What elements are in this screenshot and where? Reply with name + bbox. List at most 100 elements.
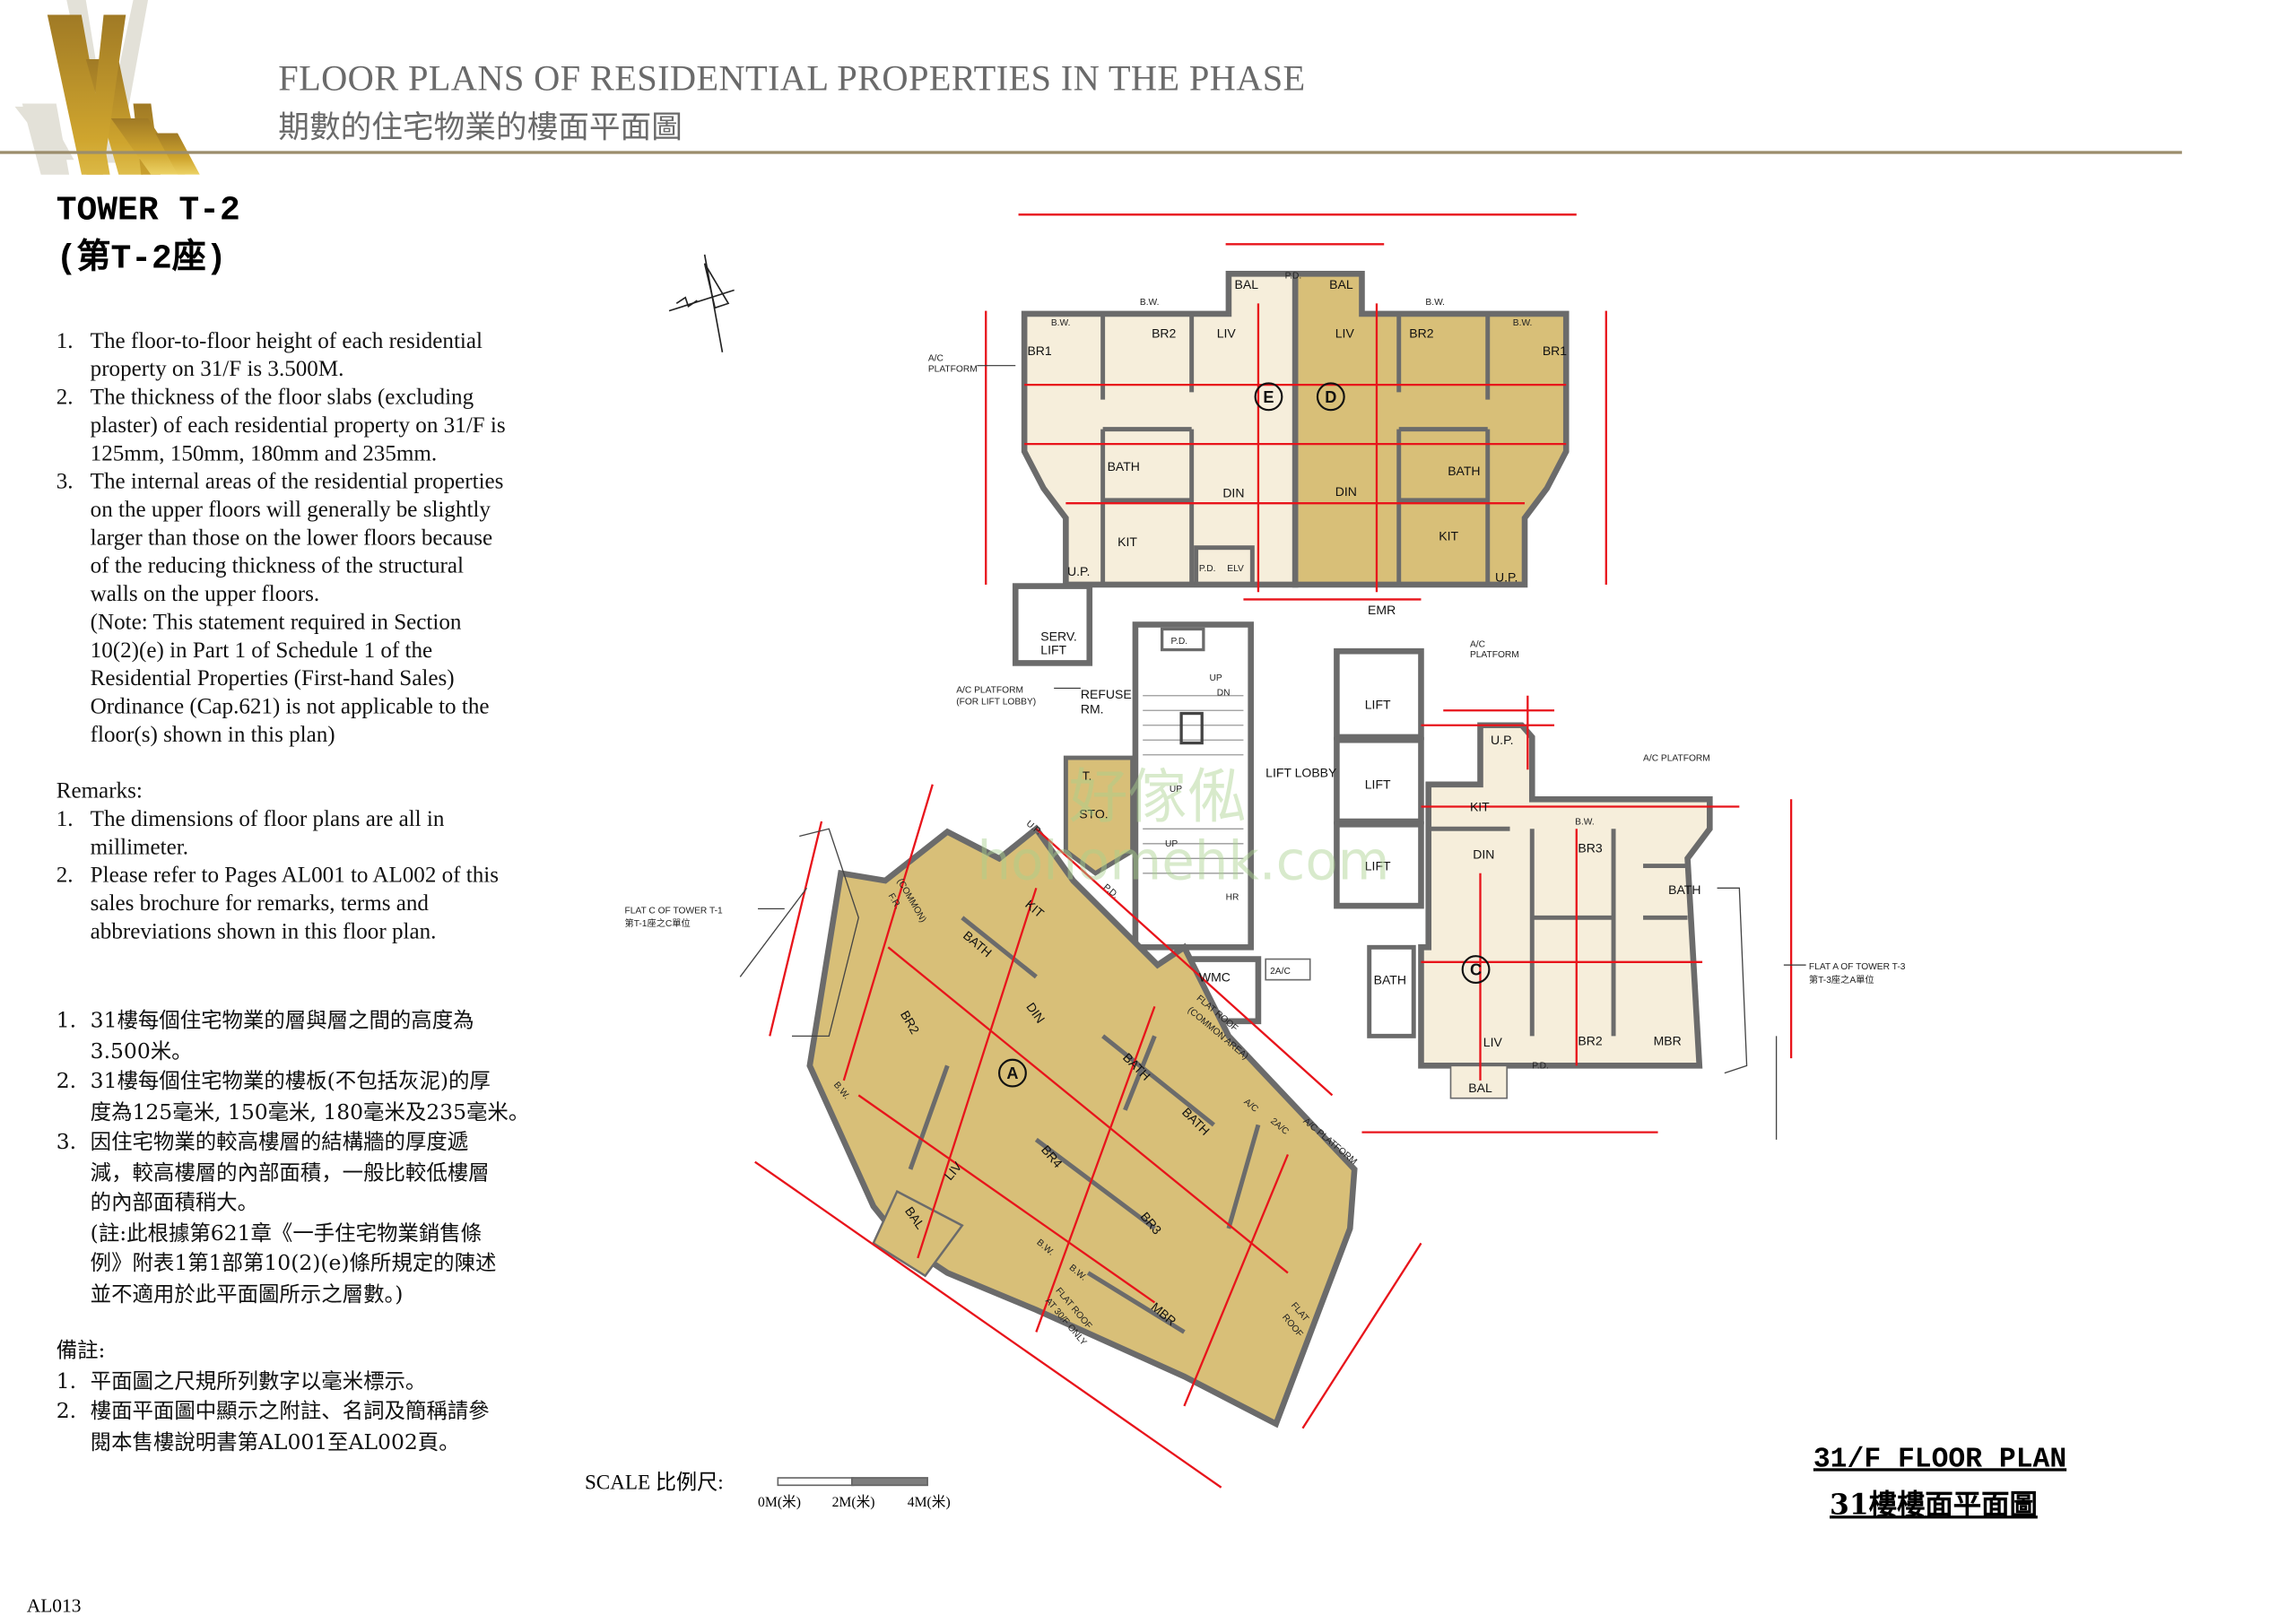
room-label: BR3: [1578, 841, 1602, 855]
note-zh-2: 2.31樓每個住宅物業的樓板(不包括灰泥)的厚度為125毫米, 150毫米, 1…: [57, 1067, 567, 1128]
north-arrow-icon: [668, 254, 735, 352]
room-label: U.P.: [1067, 564, 1090, 578]
note-line: property on 31/F is 3.500M.: [90, 356, 344, 382]
room-label: B.W.: [1140, 298, 1160, 308]
room-label: U.P.: [1495, 570, 1518, 585]
note-line: Ordinance (Cap.621) is not applicable to…: [90, 694, 490, 720]
note-number: 3.: [56, 1130, 77, 1155]
note-line: on the upper floors will generally be sl…: [90, 497, 491, 523]
core-walls: [1012, 583, 1424, 951]
flat-d-id: D: [1325, 388, 1336, 406]
scale-label: SCALE 比例尺:: [584, 1472, 724, 1496]
room-label: LIFT LOBBY: [1265, 766, 1337, 780]
note-number: 1.: [56, 1369, 77, 1394]
dimension-lines: [754, 213, 1793, 1489]
room-label: STO.: [1079, 807, 1108, 821]
room-label: BR2: [1578, 1033, 1602, 1047]
note-line: floor(s) shown in this plan): [90, 722, 335, 748]
scale-tick: 2M(米): [831, 1496, 875, 1512]
annotation-flat-c-tower-t1: FLAT C OF TOWER T-1: [625, 906, 724, 916]
note-line: The floor-to-floor height of each reside…: [90, 328, 483, 354]
room-label: DIN: [1222, 486, 1244, 500]
note-line: plaster) of each residential property on…: [90, 413, 506, 439]
note-number: 2.: [56, 1400, 77, 1424]
note-line: abbreviations shown in this floor plan.: [90, 918, 437, 945]
note-line: 10(2)(e) in Part 1 of Schedule 1 of the: [90, 638, 433, 664]
note-number: 2.: [56, 863, 74, 889]
flat-a-id: A: [1006, 1064, 1018, 1082]
room-label: UP: [1165, 839, 1178, 849]
annotation-flat-a-tower-t3: FLAT A OF TOWER T-3: [1809, 962, 1906, 972]
room-label: LIFT: [1365, 777, 1391, 792]
flat-c-marker: [1461, 955, 1491, 985]
room-label: DIN: [1473, 847, 1494, 861]
room-label: LIFT: [1040, 643, 1066, 657]
page-title-en: FLOOR PLANS OF RESIDENTIAL PROPERTIES IN…: [278, 59, 1306, 100]
room-label: U.P.: [1491, 733, 1513, 747]
store-area: [1063, 755, 1135, 876]
note-line: 125mm, 150mm, 180mm and 235mm.: [90, 440, 438, 466]
room-label: B.W.: [1051, 318, 1071, 328]
note-line: Please refer to Pages AL001 to AL002 of …: [90, 863, 499, 889]
note-line: 的內部面積稍大。: [90, 1191, 259, 1216]
room-label: LIV: [1335, 326, 1355, 340]
room-label: UP: [1209, 673, 1222, 683]
adjacent-tower-outlines: [739, 828, 1778, 1140]
flat-a-marker: [998, 1058, 1027, 1088]
room-label: BR1: [1027, 343, 1051, 358]
leader-lines: [758, 365, 1806, 966]
room-label: ELV: [1227, 564, 1244, 574]
room-label: P.D.: [1532, 1062, 1549, 1072]
note-line: The internal areas of the residential pr…: [90, 469, 504, 495]
note-line: Residential Properties (First-hand Sales…: [90, 665, 455, 691]
tower-name-zh: (第T-2座): [56, 239, 227, 279]
room-label: BR2: [1152, 326, 1176, 340]
room-label: KIT: [1118, 534, 1137, 549]
note-line: 例》附表1第1部第10(2)(e)條所規定的陳述: [90, 1252, 497, 1276]
room-label: B.W.: [1575, 817, 1595, 827]
flat-a-walls: [908, 916, 1261, 1334]
annotation-flat-a-tower-t3: 第T-3座之A單位: [1809, 974, 1874, 986]
page-title-zh: 期數的住宅物業的樓面平面圖: [278, 109, 683, 145]
tower-name-en: TOWER T-2: [56, 190, 240, 230]
room-label: LIFT: [1365, 858, 1391, 873]
room-label: P.D.: [1285, 271, 1302, 281]
room-label: BAL: [1468, 1081, 1492, 1095]
note-line: 樓面平面圖中顯示之附註、名詞及簡稱請參: [90, 1400, 490, 1424]
note-line: millimeter.: [90, 834, 189, 860]
annotation-ac-platform-lobby: A/C PLATFORM: [956, 685, 1023, 695]
note-line: The thickness of the floor slabs (exclud…: [90, 385, 474, 411]
room-label: SERV.: [1040, 630, 1077, 644]
room-label: BATH: [1668, 882, 1700, 897]
balcony-c: [1449, 1064, 1509, 1099]
room-label: LIV: [1217, 326, 1237, 340]
watermark-url: hohomehk.com: [977, 830, 1389, 892]
note-en-3: 3. The internal areas of the residential…: [57, 468, 560, 750]
flat-c-walls: [1367, 826, 1688, 1038]
flat-a-area: [806, 824, 1358, 1429]
note-line: 並不適用於此平面圖所示之層數。): [90, 1282, 404, 1307]
room-label: LIV: [1483, 1035, 1503, 1049]
note-en-1: 1.The floor-to-floor height of each resi…: [57, 327, 560, 384]
room-label: REFUSE: [1081, 687, 1132, 701]
room-label: MBR: [1654, 1033, 1682, 1047]
watermark-zh: 好傢俬: [1069, 762, 1247, 831]
note-line: 減，較高樓層的內部面積，一般比較低樓層: [90, 1160, 490, 1185]
note-line: 度為125毫米, 150毫米, 180毫米及235毫米。: [90, 1100, 530, 1125]
room-label: BR1: [1543, 343, 1567, 358]
note-number: 2.: [56, 385, 74, 411]
room-label: KIT: [1470, 799, 1490, 813]
flat-e-id: E: [1263, 388, 1274, 406]
note-number: 1.: [56, 1009, 77, 1034]
flat-e-marker: [1254, 382, 1283, 412]
annotation-ac-platform: A/C PLATFORM: [1643, 753, 1710, 763]
remark-zh-2: 2.樓面平面圖中顯示之附註、名詞及簡稱請參閱本售樓說明書第AL001至AL002…: [57, 1397, 567, 1458]
stair-treads: [1143, 695, 1244, 874]
note-en-2: 2. The thickness of the floor slabs (excl…: [57, 383, 560, 467]
note-number: 3.: [56, 469, 74, 495]
room-label: DN: [1217, 689, 1231, 699]
annotation-ac-platform: PLATFORM: [1470, 650, 1519, 660]
annotation-flat-c-tower-t1: 第T-1座之C單位: [625, 917, 691, 929]
